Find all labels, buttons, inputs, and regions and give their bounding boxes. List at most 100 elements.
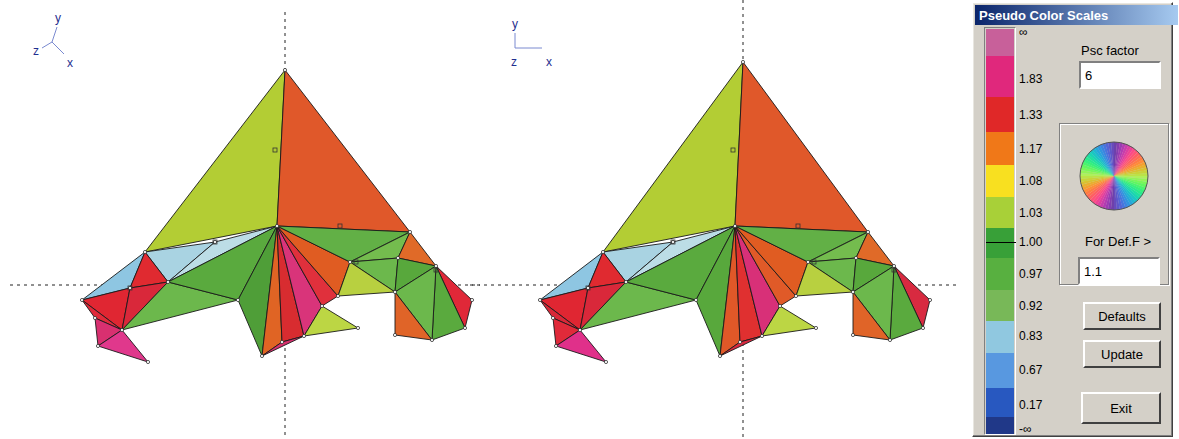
wheel-rim (1080, 142, 1148, 210)
mesh-face (338, 262, 395, 296)
axis-line (52, 42, 64, 54)
mesh-face (735, 226, 868, 262)
mesh-face (277, 70, 410, 232)
input-field: Psc factor6 (1079, 41, 1161, 91)
group-box: 1.1For Def.F > (1059, 123, 1169, 285)
mesh-vertex (283, 68, 286, 71)
mesh-face (762, 306, 816, 336)
field-value: 6 (1079, 61, 1161, 89)
mesh-vertex (718, 354, 721, 357)
mesh-vertex (166, 280, 169, 283)
mesh-vertex (120, 328, 123, 331)
mesh-vertex (760, 334, 763, 337)
button-label: Exit (1083, 394, 1159, 422)
mesh-face (277, 226, 410, 262)
axis-label: x (546, 55, 552, 69)
tick-line (986, 242, 1016, 243)
mesh-vertex (578, 328, 581, 331)
mesh-vertex (260, 354, 263, 357)
push-button: Exit (1081, 392, 1161, 424)
mesh-vertex (96, 344, 99, 347)
mesh-marker (128, 286, 132, 290)
mesh-vertex (320, 304, 323, 307)
wheel-sector (1080, 176, 1114, 182)
field-value: 1.1 (1078, 257, 1160, 285)
mesh-vertex (624, 280, 627, 283)
wheel-sector (1080, 176, 1114, 179)
color-swatch (986, 56, 1014, 98)
mesh-face (556, 330, 606, 362)
mesh-vertex (280, 340, 283, 343)
mesh-vertex (694, 298, 697, 301)
wheel-sector (1114, 176, 1120, 210)
mesh-vertex (921, 326, 924, 329)
mesh-vertex (80, 298, 83, 301)
wheel-sector (1080, 176, 1114, 185)
mesh-vertex (538, 298, 541, 301)
color-swatch (986, 290, 1014, 322)
mesh-vertex (434, 264, 437, 267)
mesh-vertex (733, 224, 736, 227)
mesh-vertex (336, 294, 339, 297)
wheel-sector (1105, 142, 1114, 176)
color-swatch (986, 165, 1014, 198)
scale-value: ∞ (1019, 24, 1028, 40)
window-title: Pseudo Color Scales (975, 5, 1178, 25)
mesh-vertex (601, 250, 604, 253)
mesh-vertex (470, 298, 473, 301)
mesh-vertex (348, 260, 351, 263)
mesh-vertex (851, 290, 854, 293)
mesh-face (262, 336, 304, 356)
mesh-marker (434, 268, 438, 272)
mesh-vertex (794, 294, 797, 297)
mesh-marker (796, 224, 800, 228)
mesh-vertex (408, 230, 411, 233)
mesh-vertex (302, 334, 305, 337)
scale-value: 1.17 (1019, 141, 1042, 157)
color-swatch (986, 258, 1014, 291)
mesh-vertex (551, 316, 554, 319)
axis-label: x (67, 56, 73, 70)
wheel-sector (1114, 170, 1148, 176)
mesh-vertex (213, 240, 216, 243)
mesh-vertex (93, 316, 96, 319)
mesh-vertex (928, 298, 931, 301)
axis-icons (42, 27, 542, 54)
mesh-vertex (356, 326, 359, 329)
wheel-sector (1111, 142, 1114, 176)
scale-value: 0.83 (1019, 328, 1042, 344)
wheel-sector (1114, 173, 1148, 176)
mesh-face (98, 330, 148, 362)
axis-line (515, 33, 516, 48)
mesh-vertex (128, 286, 131, 289)
dialog-window: Psc factor61.1For Def.F >DefaultsUpdateE… (972, 2, 1173, 437)
mesh-face (603, 62, 743, 252)
mesh-vertex (393, 290, 396, 293)
scale-value: 1.00 (1019, 234, 1042, 250)
mesh-vertex (586, 286, 589, 289)
color-swatch (986, 132, 1014, 166)
mesh-vertex (393, 333, 396, 336)
mesh-marker (213, 240, 217, 244)
color-swatch (986, 417, 1014, 434)
mesh-vertex (814, 326, 817, 329)
scale-value: 0.67 (1019, 362, 1042, 378)
mesh-face (853, 266, 894, 340)
mesh-vertex (430, 338, 433, 341)
mesh-marker (338, 224, 342, 228)
wheel-sector (1114, 176, 1123, 210)
mesh-vertex (806, 260, 809, 263)
axis-label: z (33, 44, 39, 58)
mesh-face (720, 336, 762, 356)
axis-line (42, 42, 52, 48)
color-swatch (986, 29, 1014, 56)
mesh-marker (812, 260, 816, 264)
color-swatch (986, 388, 1014, 418)
color-swatch (986, 353, 1014, 388)
mesh-vertex (236, 298, 239, 301)
color-swatch (986, 197, 1014, 228)
axis-label: y (512, 17, 518, 31)
mesh-vertex (143, 250, 146, 253)
scale-value: 1.08 (1019, 173, 1042, 189)
